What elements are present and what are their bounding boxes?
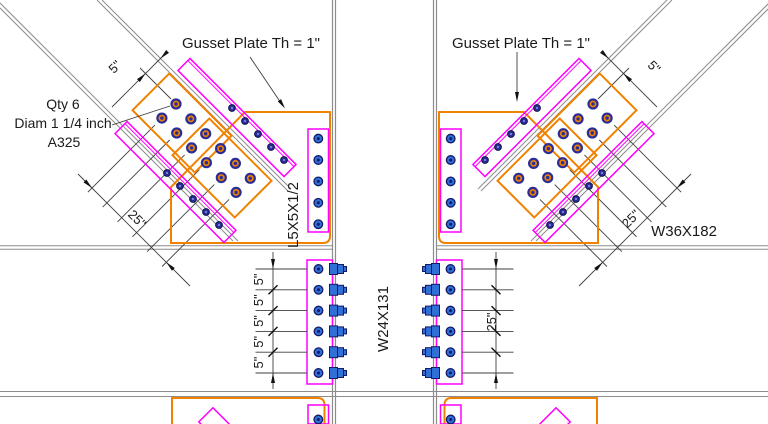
column-size-label: W24X131 <box>375 286 392 352</box>
left-connection <box>0 0 385 424</box>
gusset-leader-left <box>249 56 287 110</box>
brace-edge-dim-right: 5" <box>645 57 664 76</box>
right-connection <box>385 0 768 424</box>
bolt-note-line3: A325 <box>48 134 81 150</box>
gusset-leader-right <box>515 52 519 102</box>
beam-size-label: W36X182 <box>651 223 717 240</box>
splice-spacing-dim: 5" <box>251 294 266 306</box>
splice-spacing-dim: 5" <box>251 315 266 327</box>
splice-spacing-dim: 5" <box>251 356 266 368</box>
bolt-note-line2: Diam 1 1/4 inch <box>14 115 111 131</box>
gusset-plate-label-right: Gusset Plate Th = 1" <box>452 35 590 52</box>
gusset-plate-label-left: Gusset Plate Th = 1" <box>182 35 320 52</box>
splice-span-dim: 25" <box>484 312 499 331</box>
bolt-note-leader <box>111 105 171 126</box>
brace-edge-dim-left: 5" <box>105 57 124 76</box>
splice-spacing-dim: 5" <box>251 273 266 285</box>
bolt-note-line1: Qty 6 <box>46 96 80 112</box>
splice-spacing-dim: 5" <box>251 335 266 347</box>
angle-size-label: L5X5X1/2 <box>285 182 302 248</box>
